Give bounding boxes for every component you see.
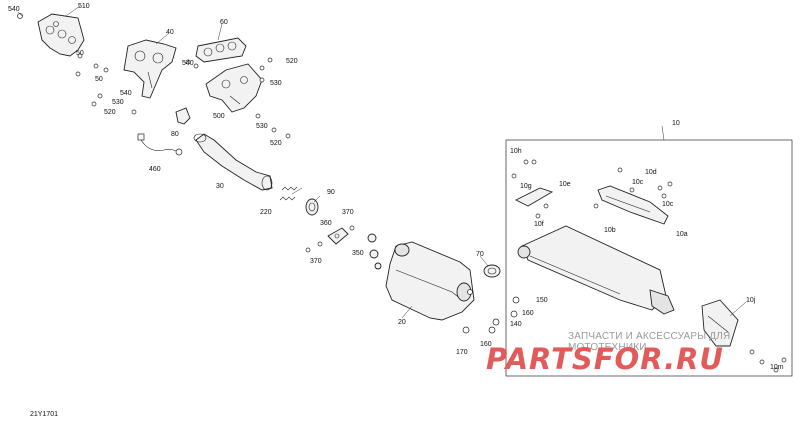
part-80-clamp [175, 107, 191, 125]
callout-360: 360 [320, 220, 332, 227]
part-10e-bracket [514, 187, 554, 207]
callout-10c: 10c [632, 179, 644, 186]
callout-140: 140 [510, 321, 522, 328]
leader-lines [17, 5, 747, 319]
callout-40: 40 [166, 29, 174, 36]
kit-outline-box [505, 139, 793, 377]
part-40-manifold [123, 39, 177, 99]
part-30-exhaust-pipe [193, 133, 273, 191]
callout-10g: 10g [520, 183, 532, 190]
callout-460: 460 [149, 166, 161, 173]
part-60-gasket [195, 37, 247, 63]
callout-530: 530 [256, 123, 268, 130]
callout-10a: 10a [676, 231, 688, 238]
part-70-clamp [483, 264, 501, 278]
callout-170: 170 [456, 349, 468, 356]
watermark-logo: PARTSFOR.RU [486, 342, 724, 376]
callout-30: 30 [216, 183, 224, 190]
callout-540: 540 [120, 90, 132, 97]
callout-10b: 10b [604, 227, 616, 234]
part-220-springs [279, 186, 298, 201]
part-360-bracket [327, 227, 349, 245]
callout-520: 520 [286, 58, 298, 65]
callout-10c: 10c [662, 201, 674, 208]
part-510-shield [37, 13, 85, 57]
callout-370: 370 [342, 209, 354, 216]
callout-500: 500 [213, 113, 225, 120]
callout-10m: 10m [770, 364, 784, 371]
callout-350: 350 [352, 250, 364, 257]
callout-10: 10 [672, 120, 680, 127]
part-20-muffler [385, 241, 475, 321]
callout-10d: 10d [645, 169, 657, 176]
callout-70: 70 [476, 251, 484, 258]
part-10a-shield [597, 185, 669, 225]
callout-80: 80 [171, 131, 179, 138]
watermark-text: ЗАПЧАСТИ И АКСЕССУАРЫ ДЛЯ МОТОТЕХНИКИ [568, 331, 731, 353]
callout-20: 20 [398, 319, 406, 326]
part-washers [462, 289, 520, 334]
callout-530: 530 [112, 99, 124, 106]
part-90-seal-ring [305, 198, 319, 216]
fasteners [17, 13, 787, 373]
callout-10j: 10j [746, 297, 756, 304]
callout-10f: 10f [534, 221, 544, 228]
diagram-code: 21Y1701 [30, 411, 59, 418]
callout-370: 370 [310, 258, 322, 265]
part-10j-guard [701, 299, 739, 347]
callout-530: 530 [270, 80, 282, 87]
callout-540: 540 [8, 6, 20, 13]
callout-510: 510 [78, 3, 90, 10]
callout-520: 520 [104, 109, 116, 116]
callout-10e: 10e [559, 181, 571, 188]
part-350-grommets [367, 233, 382, 270]
part-10-silencer-box [517, 225, 675, 315]
callout-10h: 10h [510, 148, 522, 155]
callout-150: 150 [536, 297, 548, 304]
callout-540: 540 [182, 60, 194, 67]
callout-50: 50 [76, 50, 84, 57]
callout-220: 220 [260, 209, 272, 216]
callout-50: 50 [95, 76, 103, 83]
callout-160: 160 [480, 341, 492, 348]
callout-160: 160 [522, 310, 534, 317]
part-460-oxygen-sensor [137, 133, 183, 156]
callout-520: 520 [270, 140, 282, 147]
callout-60: 60 [220, 19, 228, 26]
callout-90: 90 [327, 189, 335, 196]
part-500-heat-shield [205, 63, 263, 113]
